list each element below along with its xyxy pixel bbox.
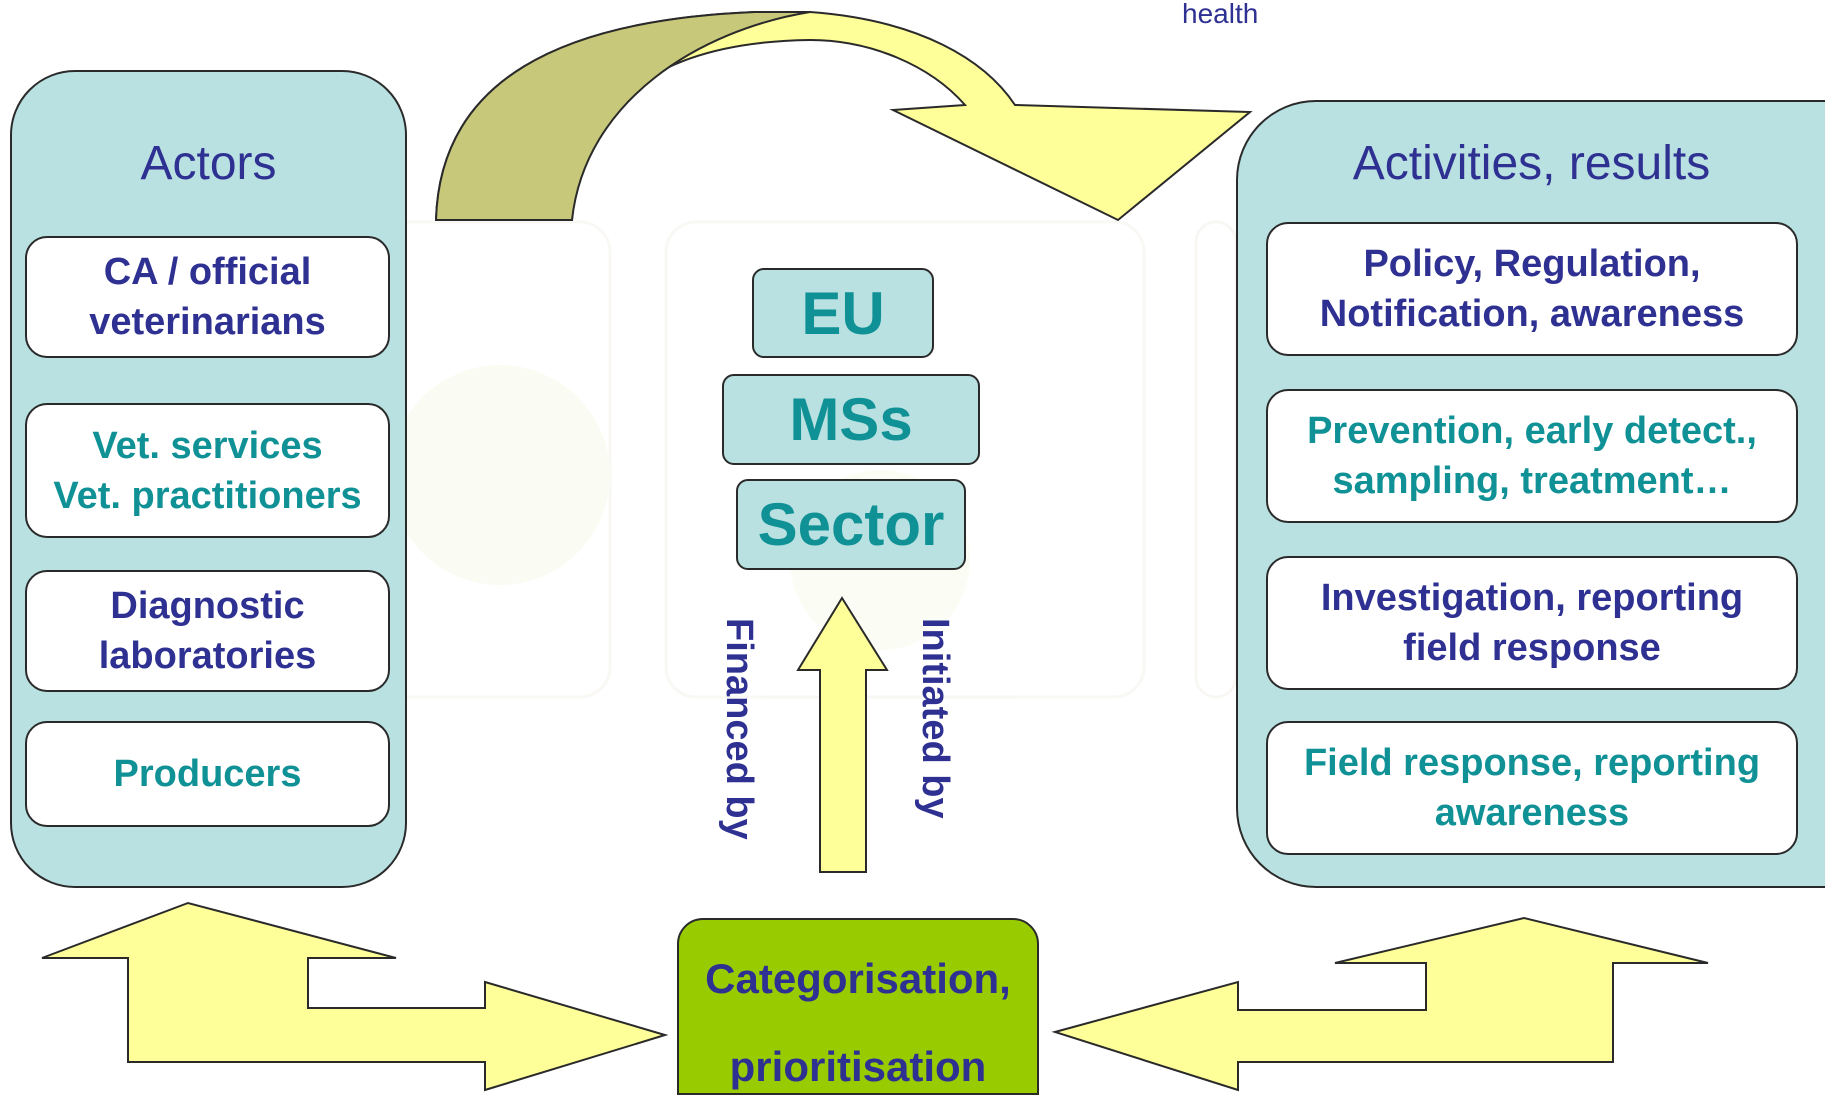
activity-item-investigation: Investigation, reporting field response: [1266, 556, 1798, 690]
actor-item-vet-services: Vet. services Vet. practitioners: [25, 403, 390, 538]
stack-item-mss: MSs: [722, 374, 980, 465]
activity-item-prevention: Prevention, early detect., sampling, tre…: [1266, 389, 1798, 523]
up-arrow: [796, 596, 889, 873]
categorisation-line: Categorisation,: [705, 955, 1011, 1002]
financed-by-label: Financed by: [718, 618, 760, 840]
activity-item-policy-regulation: Policy, Regulation, Notification, awaren…: [1266, 222, 1798, 356]
actor-item-producers: Producers: [25, 721, 390, 827]
prioritisation-line: prioritisation: [729, 1043, 987, 1090]
initiated-by-label: Initiated by: [914, 618, 956, 819]
bottom-left-arrow: [41, 901, 669, 1092]
stack-item-eu: EU: [752, 268, 934, 358]
activity-item-field-response: Field response, reporting awareness: [1266, 721, 1798, 855]
actor-item-diagnostic-laboratories: Diagnostic laboratories: [25, 570, 390, 692]
bottom-right-arrow: [1051, 916, 1709, 1092]
actor-item-ca-official-veterinarians: CA / official veterinarians: [25, 236, 390, 358]
activities-title: Activities, results: [1352, 137, 1711, 190]
actors-title: Actors: [140, 137, 277, 190]
curved-arrow: [434, 11, 1253, 222]
top-note: health: [1182, 0, 1259, 29]
stack-item-sector: Sector: [736, 479, 966, 570]
categorisation-box: Categorisation, prioritisation: [677, 918, 1039, 1095]
